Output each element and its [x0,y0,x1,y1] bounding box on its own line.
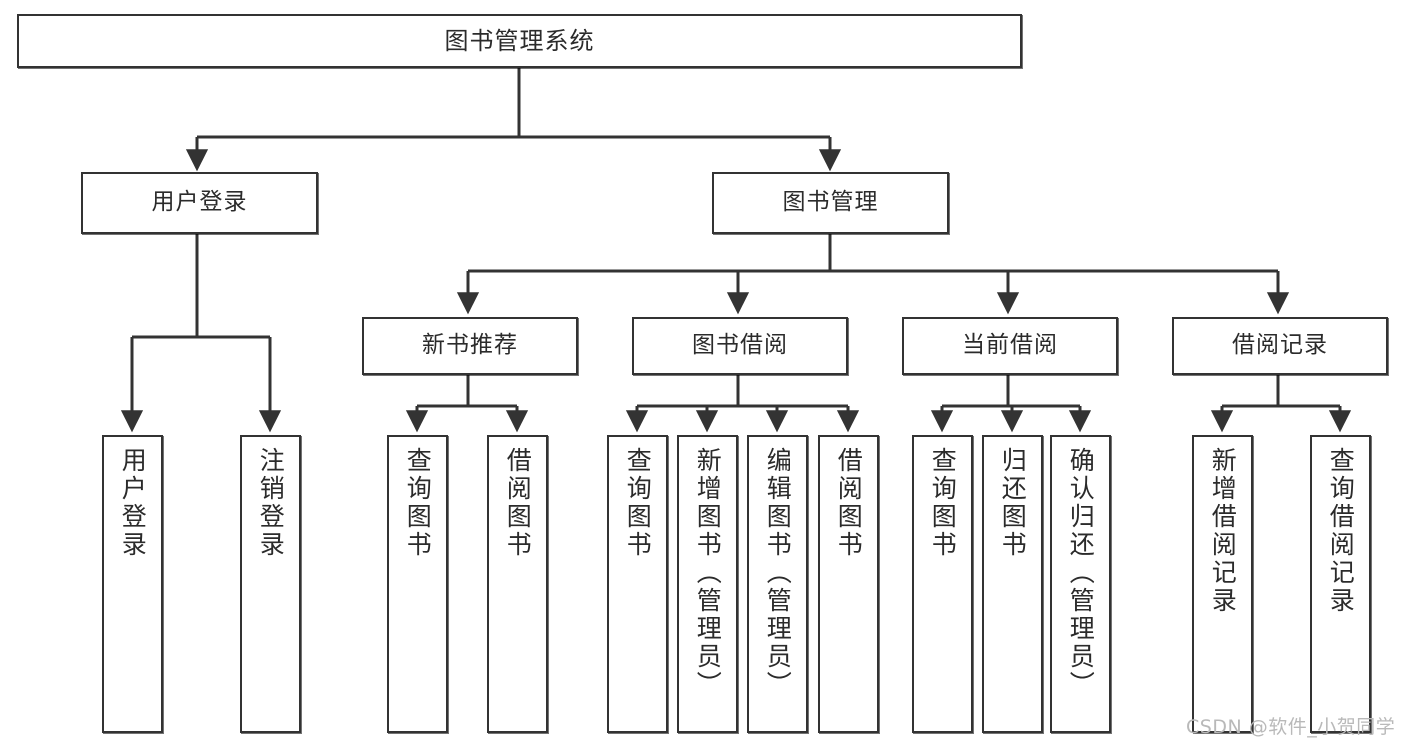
node-label: 新增图书（管理员） [693,447,723,699]
leaf-logout[interactable]: 注销登录 [240,435,301,733]
leaf-recommend-query-book[interactable]: 查询图书 [387,435,448,733]
leaf-current-confirm-return-admin[interactable]: 确认归还（管理员） [1050,435,1111,733]
node-borrowing-records[interactable]: 借阅记录 [1172,317,1388,375]
node-label: 新增借阅记录 [1208,447,1238,615]
leaf-borrow-query-book[interactable]: 查询图书 [607,435,668,733]
node-current-borrowing[interactable]: 当前借阅 [902,317,1118,375]
node-label: 图书借阅 [692,332,788,359]
node-label: 当前借阅 [962,332,1058,359]
node-root-library-management-system[interactable]: 图书管理系统 [17,14,1022,68]
node-label: 查询借阅记录 [1326,447,1356,615]
csdn-watermark: CSDN @软件_小贺同学 [1186,716,1396,738]
node-label: 注销登录 [256,447,286,559]
node-label: 图书管理 [782,189,879,216]
leaf-add-borrow-record[interactable]: 新增借阅记录 [1192,435,1253,733]
leaf-recommend-borrow-book[interactable]: 借阅图书 [487,435,548,733]
leaf-query-borrow-record[interactable]: 查询借阅记录 [1310,435,1371,733]
node-label: 查询图书 [623,447,653,559]
node-label: 查询图书 [403,447,433,559]
node-label: 新书推荐 [422,332,518,359]
leaf-borrow-lend-book[interactable]: 借阅图书 [818,435,879,733]
node-label: 借阅图书 [503,447,533,559]
leaf-user-login[interactable]: 用户登录 [102,435,163,733]
leaf-current-query-book[interactable]: 查询图书 [912,435,973,733]
node-label: 借阅图书 [834,447,864,559]
node-label: 确认归还（管理员） [1066,447,1096,699]
node-label: 图书管理系统 [444,26,595,55]
node-label: 借阅记录 [1232,332,1328,359]
node-book-management[interactable]: 图书管理 [712,172,949,234]
node-label: 归还图书 [998,447,1028,559]
node-new-book-recommendation[interactable]: 新书推荐 [362,317,578,375]
node-user-login[interactable]: 用户登录 [81,172,318,234]
leaf-borrow-add-book-admin[interactable]: 新增图书（管理员） [677,435,738,733]
node-label: 用户登录 [151,189,248,216]
node-label: 用户登录 [118,447,148,559]
leaf-current-return-book[interactable]: 归还图书 [982,435,1043,733]
node-label: 查询图书 [928,447,958,559]
node-label: 编辑图书（管理员） [763,447,793,699]
node-book-borrowing[interactable]: 图书借阅 [632,317,848,375]
leaf-borrow-edit-book-admin[interactable]: 编辑图书（管理员） [747,435,808,733]
